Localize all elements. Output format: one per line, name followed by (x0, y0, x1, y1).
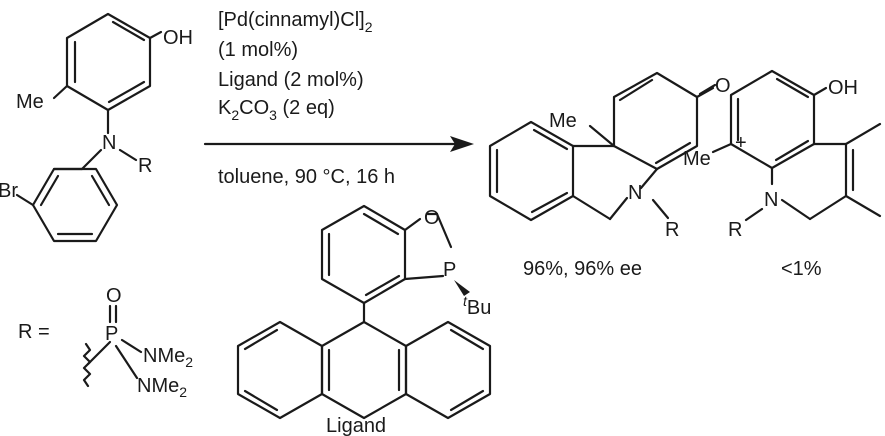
ligand-p-label: P (443, 259, 456, 281)
major-product-o-label: O (715, 75, 731, 97)
r-group-nme2-label-1: NMe2 (143, 345, 193, 370)
major-product-structure (488, 71, 717, 222)
r-group-label: R = (18, 321, 50, 343)
reaction-arrow (203, 136, 474, 152)
r-group-nme2-label-2: NMe2 (137, 375, 187, 400)
ligand-aryl-ring (320, 204, 407, 305)
ligand-tbu-label: tBu (463, 293, 491, 319)
catalyst-loading-label: (1 mol%) (218, 39, 298, 61)
anthracene-right-ring (404, 320, 492, 420)
reactant-bromobenzene-ring (31, 167, 119, 243)
reactant-oh-label: OH (163, 27, 193, 49)
minor-product-r-label: R (728, 219, 742, 241)
minor-product-structure (711, 69, 882, 222)
ligand-o-label: O (424, 207, 440, 229)
reactant-phenol-ring (65, 12, 152, 112)
major-product-yield: 96%, 96% ee (523, 258, 642, 280)
reactant-r-label: R (138, 155, 152, 177)
minor-product-yield: <1% (781, 258, 822, 280)
r-group-wavy-bond (82, 342, 92, 388)
r-group-structure (82, 304, 143, 388)
catalyst-label: [Pd(cinnamyl)Cl]2 (218, 9, 373, 35)
ligand-loading-label: Ligand (2 mol%) (218, 69, 364, 91)
reactant-br-label: Br (0, 180, 18, 202)
major-product-r-label: R (665, 219, 679, 241)
reactant-methyl-label: Me (16, 91, 44, 113)
anthracene-left-ring (236, 320, 324, 420)
minor-product-methyl-label: Me (683, 148, 711, 170)
anthracene-central-ring (320, 320, 408, 420)
ligand-structure (236, 204, 492, 420)
reactant-structure (15, 12, 163, 243)
r-group-o-label: O (106, 285, 122, 307)
benzo-ring (488, 120, 575, 222)
major-product-n-label: N (628, 182, 642, 204)
base-label: K2CO3 (2 eq) (218, 97, 335, 123)
ligand-wedge-bond (454, 280, 470, 296)
minor-product-oh-label: OH (828, 77, 858, 99)
ligand-caption: Ligand (326, 415, 386, 436)
minor-product-n-label: N (764, 189, 778, 211)
plus-sign: + (735, 132, 747, 154)
r-group-p-label: P (105, 323, 118, 345)
solvent-temperature-label: toluene, 90 °C, 16 h (218, 166, 395, 188)
major-product-methyl-label: Me (549, 110, 577, 132)
reactant-n-label: N (102, 132, 116, 154)
